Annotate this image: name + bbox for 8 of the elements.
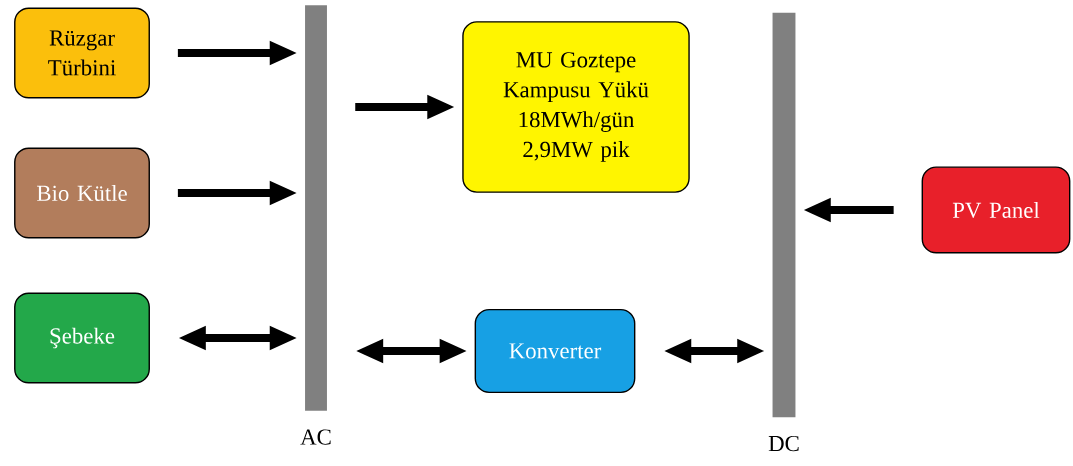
bus-label: AC — [300, 429, 331, 445]
process-box: Şebeke — [14, 292, 150, 384]
process-box: Konverter — [474, 308, 636, 394]
bus-label: DC — [768, 435, 799, 452]
process-box: Rüzgar Türbini — [14, 7, 150, 99]
process-box: PV Panel — [921, 166, 1071, 254]
process-box: Bio Kütle — [14, 147, 150, 239]
process-box: MU Goztepe Kampusu Yükü 18MWh/gün 2,9MW pik — [462, 21, 690, 193]
